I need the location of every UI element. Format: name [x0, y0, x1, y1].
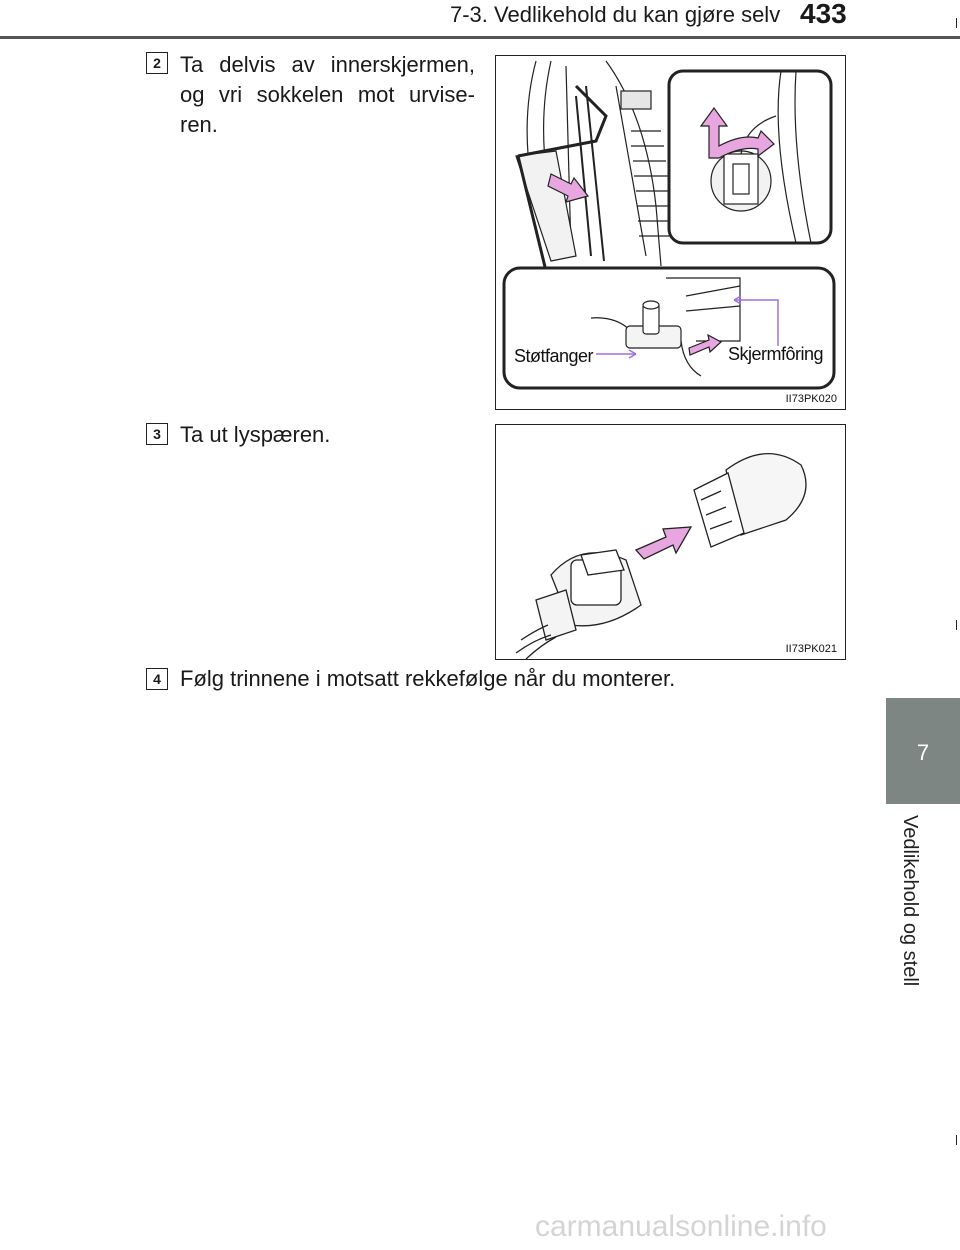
- push-arrow: [547, 173, 590, 203]
- bulb-removal-illustration: [515, 453, 807, 659]
- figure-bulb-removal: II73PK021: [495, 424, 846, 660]
- chapter-side-tab: 7 Vedlikehold og stell: [886, 0, 960, 1250]
- insert-arrow: [688, 333, 723, 356]
- chapter-number: 7: [916, 740, 930, 765]
- trim-mark: [956, 18, 957, 28]
- figure-code: II73PK020: [785, 393, 837, 405]
- trim-mark: [956, 620, 957, 630]
- step-number-3: 3: [146, 423, 168, 445]
- rotate-arrow: [699, 106, 775, 159]
- label-bumper: Støtfanger: [514, 346, 594, 366]
- chapter-tab-block: [886, 698, 960, 804]
- step-number-4: 4: [146, 668, 168, 690]
- figure-socket-rotation: Støtfanger Skjermfôring II73PK020: [495, 55, 846, 410]
- figure-code: II73PK021: [785, 643, 837, 655]
- step-number-2: 2: [146, 52, 168, 74]
- socket-rotation-illustration: [502, 60, 836, 390]
- step-2-text: Ta delvis av innerskjermen, og vri sokke…: [180, 52, 475, 137]
- watermark: carmanualsonline.info: [535, 1210, 827, 1243]
- trim-mark: [956, 1135, 957, 1145]
- label-pointers: [596, 295, 779, 359]
- page-number: 433: [800, 0, 847, 29]
- header-rule: [0, 36, 960, 39]
- step-4-text: Følg trinnene i motsatt rekkefølge når d…: [180, 666, 676, 691]
- label-fender-liner: Skjermfôring: [728, 344, 824, 364]
- section-title: 7-3. Vedlikehold du kan gjøre selv: [450, 2, 781, 27]
- chapter-label: Vedlikehold og stell: [899, 815, 921, 987]
- pull-out-arrow: [634, 526, 693, 560]
- step-3-text: Ta ut lyspæren.: [180, 422, 331, 447]
